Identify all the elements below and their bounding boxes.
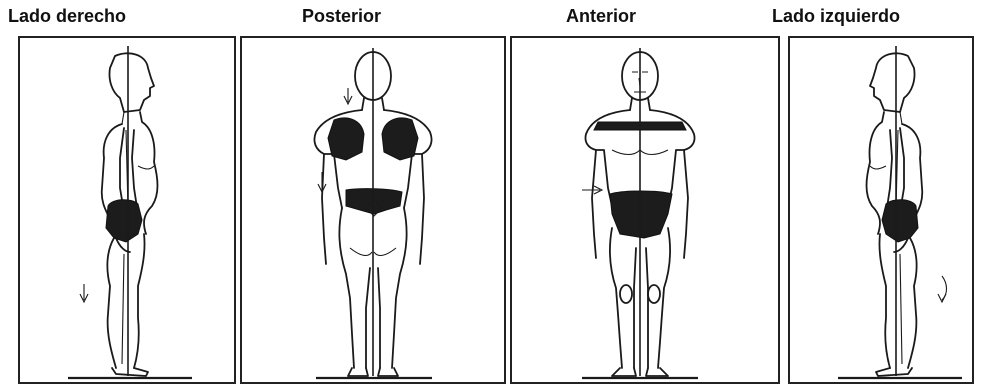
panel-posterior: [240, 36, 506, 384]
figure-right-side: [20, 38, 234, 382]
title-posterior: Posterior: [302, 6, 381, 27]
panel-left-side: [788, 36, 974, 384]
title-left-side: Lado izquierdo: [772, 6, 900, 27]
figure-anterior: [512, 38, 778, 382]
title-anterior: Anterior: [566, 6, 636, 27]
panel-right-side: [18, 36, 236, 384]
panel-anterior: [510, 36, 780, 384]
figure-left-side: [790, 38, 972, 382]
figure-posterior: [242, 38, 504, 382]
title-right-side: Lado derecho: [8, 6, 126, 27]
